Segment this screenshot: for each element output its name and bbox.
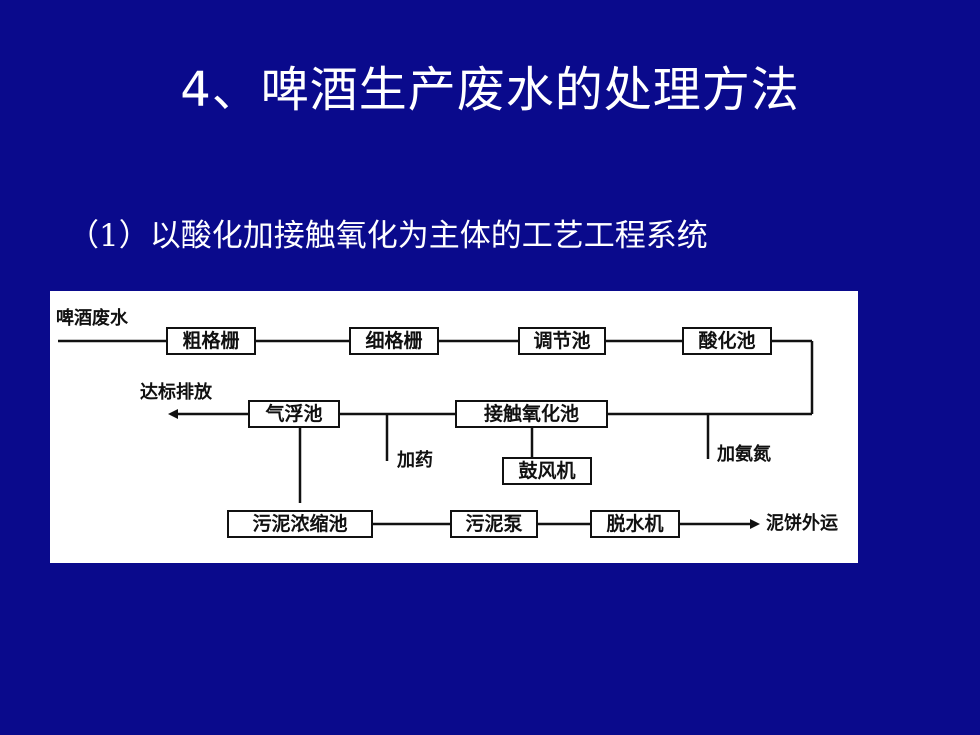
box-regulating-tank: 调节池 — [518, 327, 606, 355]
sludge-cake-out-label: 泥饼外运 — [766, 513, 838, 534]
box-sludge-pump: 污泥泵 — [450, 510, 538, 538]
slide-subtitle: （1）以酸化加接触氧化为主体的工艺工程系统 — [68, 218, 708, 254]
box-coarse-screen: 粗格栅 — [166, 327, 256, 355]
box-contact-oxidation-tank: 接触氧化池 — [455, 400, 608, 428]
discharge-label: 达标排放 — [140, 382, 212, 403]
arrow-discharge — [168, 409, 178, 419]
arrow-sludge-cake — [750, 519, 760, 529]
add-chemicals-label: 加药 — [397, 450, 433, 471]
box-blower: 鼓风机 — [502, 457, 592, 485]
box-sludge-thickener: 污泥浓缩池 — [227, 510, 373, 538]
input-label: 啤酒废水 — [56, 308, 128, 329]
box-acidification-tank: 酸化池 — [682, 327, 772, 355]
box-flotation-tank: 气浮池 — [248, 400, 340, 428]
box-fine-screen: 细格栅 — [349, 327, 439, 355]
slide-title: 4、啤酒生产废水的处理方法 — [180, 62, 800, 118]
box-dewatering-machine: 脱水机 — [590, 510, 680, 538]
add-nitrogen-label: 加氨氮 — [717, 444, 771, 465]
process-flow-diagram: 啤酒废水 粗格栅 细格栅 调节池 酸化池 达标排放 气浮池 接触氧化池 加药 鼓… — [50, 291, 858, 563]
